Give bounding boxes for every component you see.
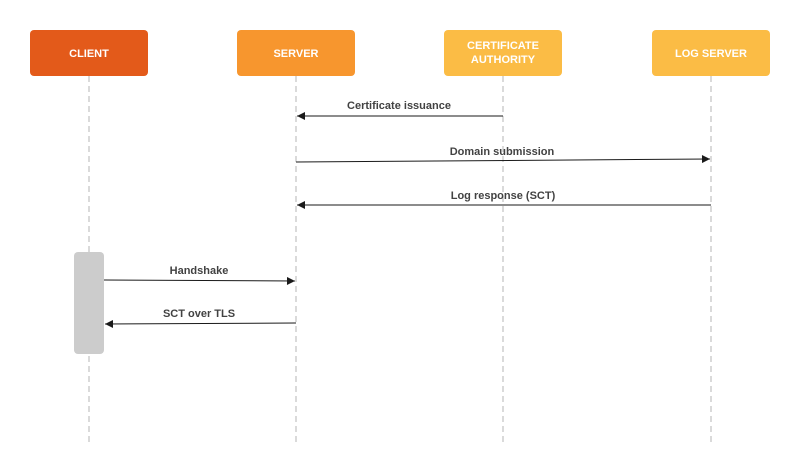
actor-certificate-authority: CERTIFICATE AUTHORITY bbox=[444, 30, 562, 76]
client-box bbox=[30, 30, 148, 76]
handshake-label: Handshake bbox=[170, 265, 229, 277]
certificate-issuance-label: Certificate issuance bbox=[347, 100, 451, 112]
domain-submission-arrow bbox=[295, 155, 711, 164]
client-activation-bar bbox=[74, 252, 104, 354]
message-domain-submission: Domain submission bbox=[295, 146, 711, 164]
handshake-arrow bbox=[103, 276, 296, 285]
certificate-authority-box bbox=[444, 30, 562, 76]
log-response-label: Log response (SCT) bbox=[451, 190, 556, 202]
log-server-label: LOG SERVER bbox=[675, 48, 747, 60]
sct-over-tls-label: SCT over TLS bbox=[163, 308, 235, 320]
message-certificate-issuance: Certificate issuance bbox=[297, 100, 503, 120]
certificate-authority-label-line-1: CERTIFICATE bbox=[467, 40, 539, 52]
certificate-authority-label-line-2: AUTHORITY bbox=[471, 54, 536, 66]
sct-over-tls-arrow bbox=[104, 319, 297, 328]
server-label: SERVER bbox=[273, 48, 318, 60]
actor-client: CLIENT bbox=[30, 30, 148, 76]
actor-log-server: LOG SERVER bbox=[652, 30, 770, 76]
domain-submission-label: Domain submission bbox=[450, 146, 555, 158]
message-handshake: Handshake bbox=[103, 265, 296, 285]
actor-server: SERVER bbox=[237, 30, 355, 76]
message-log-response: Log response (SCT) bbox=[297, 190, 711, 209]
log-server-box bbox=[652, 30, 770, 76]
client-label: CLIENT bbox=[69, 48, 109, 60]
server-box bbox=[237, 30, 355, 76]
message-sct-over-tls: SCT over TLS bbox=[104, 308, 297, 328]
